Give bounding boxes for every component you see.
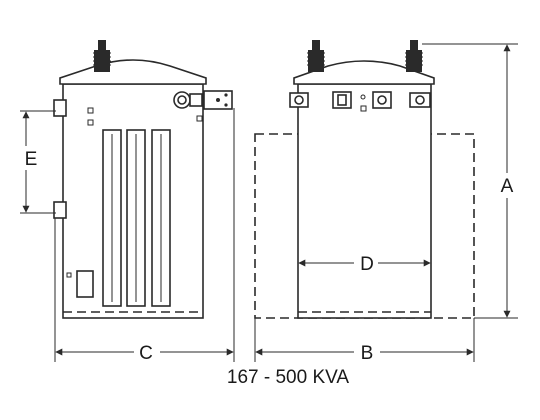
side-view: E C	[20, 40, 235, 364]
dimension-e: E	[20, 110, 56, 214]
side-view-tank	[62, 83, 204, 319]
dimension-c: C	[54, 108, 235, 364]
bracket-icon	[53, 201, 67, 219]
dimension-d-label: D	[360, 254, 374, 275]
dimension-d: D	[298, 254, 431, 275]
bushing-icon	[93, 40, 111, 72]
dimension-e-label: E	[25, 149, 38, 170]
dimension-b: B	[254, 318, 475, 364]
bushing-icon	[307, 40, 325, 72]
terminal-icon	[409, 92, 431, 108]
terminal-icon	[289, 92, 309, 108]
dimension-c-label: C	[139, 343, 153, 364]
bushing-icon	[405, 40, 423, 72]
terminal-icon	[372, 91, 392, 109]
dimension-a: A	[422, 43, 518, 319]
drawing-caption: 167 - 500 KVA	[227, 367, 350, 388]
front-view-tank	[297, 83, 432, 319]
dimension-a-label: A	[501, 176, 514, 197]
side-view-cover	[59, 59, 207, 85]
front-view: D B A	[254, 40, 518, 364]
bracket-icon	[53, 99, 67, 117]
nameplate	[76, 270, 94, 298]
dimension-b-label: B	[361, 343, 374, 364]
terminal-icon	[173, 90, 233, 110]
cooling-fins	[102, 129, 171, 307]
terminal-icon	[332, 91, 352, 109]
